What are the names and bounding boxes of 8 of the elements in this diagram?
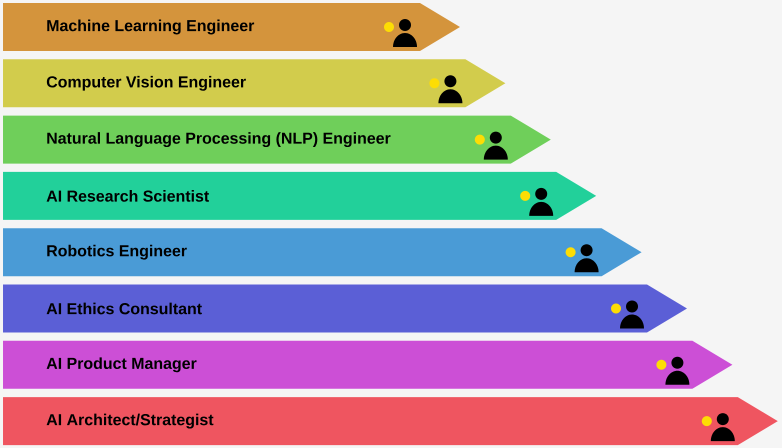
arrow-band: AI Ethics Consultant bbox=[3, 284, 687, 332]
arrow-band: AI Product Manager bbox=[3, 340, 732, 389]
arrow-band: AI Research Scientist bbox=[3, 172, 596, 220]
arrow-band: Natural Language Processing (NLP) Engineer bbox=[3, 116, 551, 164]
arrow-band: AI Architect/Strategist bbox=[3, 397, 778, 446]
arrow-band: Computer Vision Engineer bbox=[3, 59, 506, 108]
arrow-band: Robotics Engineer bbox=[3, 228, 642, 276]
arrow-band: Machine Learning Engineer bbox=[3, 3, 460, 51]
